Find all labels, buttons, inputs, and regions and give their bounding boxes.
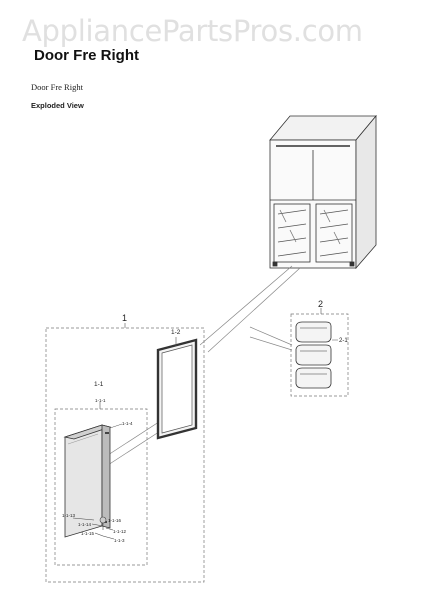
door-gasket [156, 338, 198, 440]
door-panel [63, 424, 112, 538]
watermark-logo: AppliancePartsPros.com [22, 14, 363, 48]
callout-1-1-4: 1-1-4 [122, 421, 133, 426]
door-bin [295, 321, 332, 389]
callout-1-2: 1-2 [171, 329, 181, 336]
assembly-1-1-box [54, 408, 148, 566]
callout-2: 2 [318, 299, 323, 309]
callout-1-1-16: 1-1-16 [108, 518, 122, 523]
callout-1-1-15: 1-1-15 [81, 531, 95, 536]
callout-1-1-1: 1-1-1 [95, 398, 106, 403]
page-title: Door Fre Right [34, 47, 139, 64]
section-heading: Exploded View [31, 101, 84, 110]
callout-1-1-13: 1-1-13 [62, 513, 76, 518]
callout-1-1-12: 1-1-12 [113, 529, 127, 534]
assembly-2-box [290, 313, 349, 397]
callout-1-1-14: 1-1-14 [78, 522, 92, 527]
callout-2-1: 2-1 [339, 338, 348, 344]
door-hardware [72, 516, 115, 540]
assembly-1-box [45, 327, 205, 583]
refrigerator-cabinet [269, 114, 377, 270]
callout-1-1: 1-1 [94, 381, 104, 388]
callout-1-1-3: 1-1-3 [114, 538, 125, 543]
callout-1: 1 [122, 313, 127, 323]
page-subtitle: Door Fre Right [31, 82, 83, 92]
